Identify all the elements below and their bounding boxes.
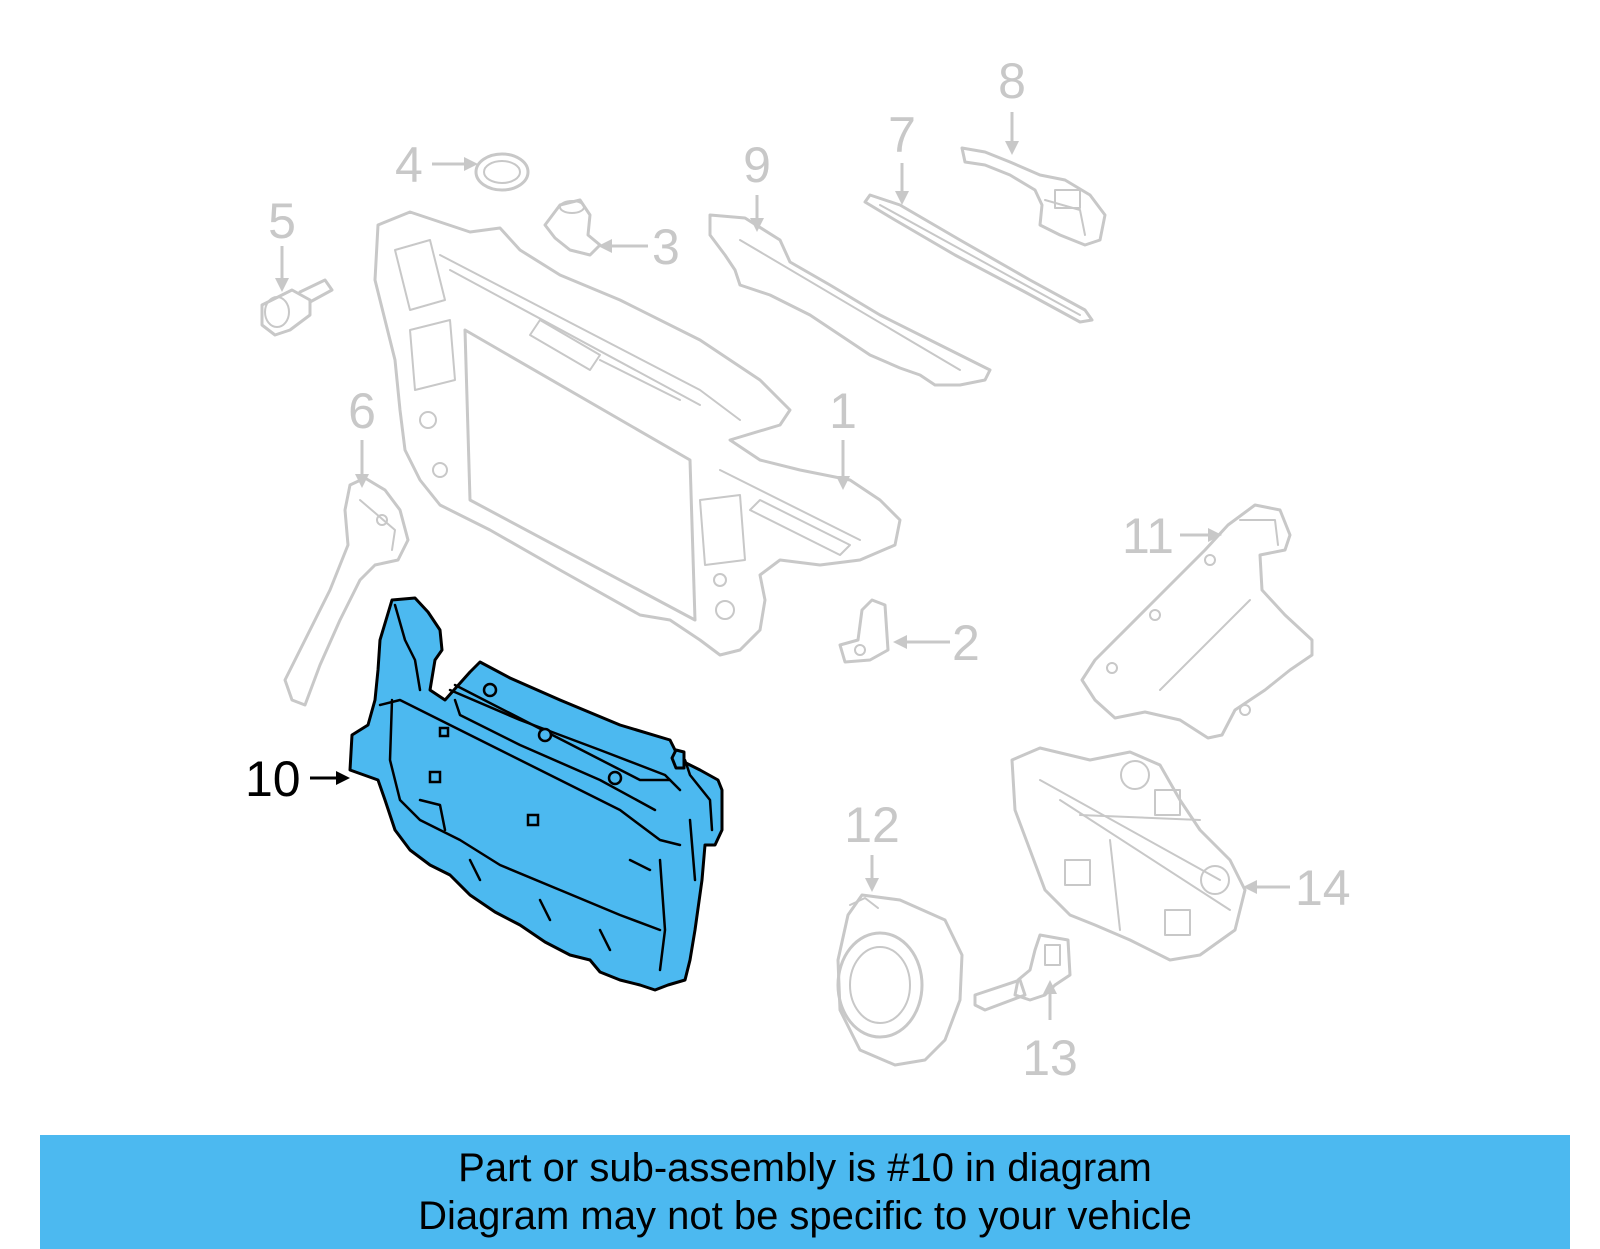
callout-label-7[interactable]: 7 (888, 107, 916, 163)
part-5-bolt[interactable] (260, 278, 334, 337)
callout-label-6[interactable]: 6 (348, 383, 376, 439)
info-banner: Part or sub-assembly is #10 in diagram D… (40, 1135, 1570, 1249)
part-12-horn[interactable] (836, 893, 964, 1067)
part-11-air-duct[interactable] (1080, 503, 1314, 740)
callout-label-2[interactable]: 2 (952, 615, 980, 671)
part-13-sensor[interactable] (973, 933, 1072, 1012)
part-14-panel[interactable] (1010, 746, 1247, 962)
part-6-side-bracket[interactable] (283, 476, 410, 707)
callout-label-4[interactable]: 4 (395, 137, 423, 193)
banner-line-1: Part or sub-assembly is #10 in diagram (458, 1146, 1152, 1190)
callout-label-14[interactable]: 14 (1295, 860, 1351, 916)
callout-label-3[interactable]: 3 (652, 219, 680, 275)
callout-label-9[interactable]: 9 (743, 137, 771, 193)
part-4-grommet[interactable] (474, 152, 530, 192)
callout-label-5[interactable]: 5 (268, 193, 296, 249)
callout-label-8[interactable]: 8 (998, 53, 1026, 109)
callout-arrow-10 (310, 771, 350, 785)
callout-label-1[interactable]: 1 (829, 383, 857, 439)
banner-line-2: Diagram may not be specific to your vehi… (418, 1194, 1192, 1238)
callout-label-10[interactable]: 10 (245, 751, 301, 807)
part-1-radiator-support[interactable] (373, 210, 902, 657)
part-7-seal-strip[interactable] (863, 193, 1094, 324)
callout-label-12[interactable]: 12 (844, 797, 900, 853)
part-9-air-deflector[interactable] (708, 213, 992, 387)
callout-arrows (275, 112, 1290, 1020)
callout-label-13[interactable]: 13 (1022, 1030, 1078, 1086)
part-10-air-guide[interactable] (348, 596, 724, 992)
part-8-hood-latch[interactable] (960, 146, 1107, 247)
part-3-sensor[interactable] (543, 198, 602, 257)
part-2-bracket[interactable] (838, 598, 890, 664)
callout-label-11[interactable]: 11 (1122, 508, 1174, 564)
